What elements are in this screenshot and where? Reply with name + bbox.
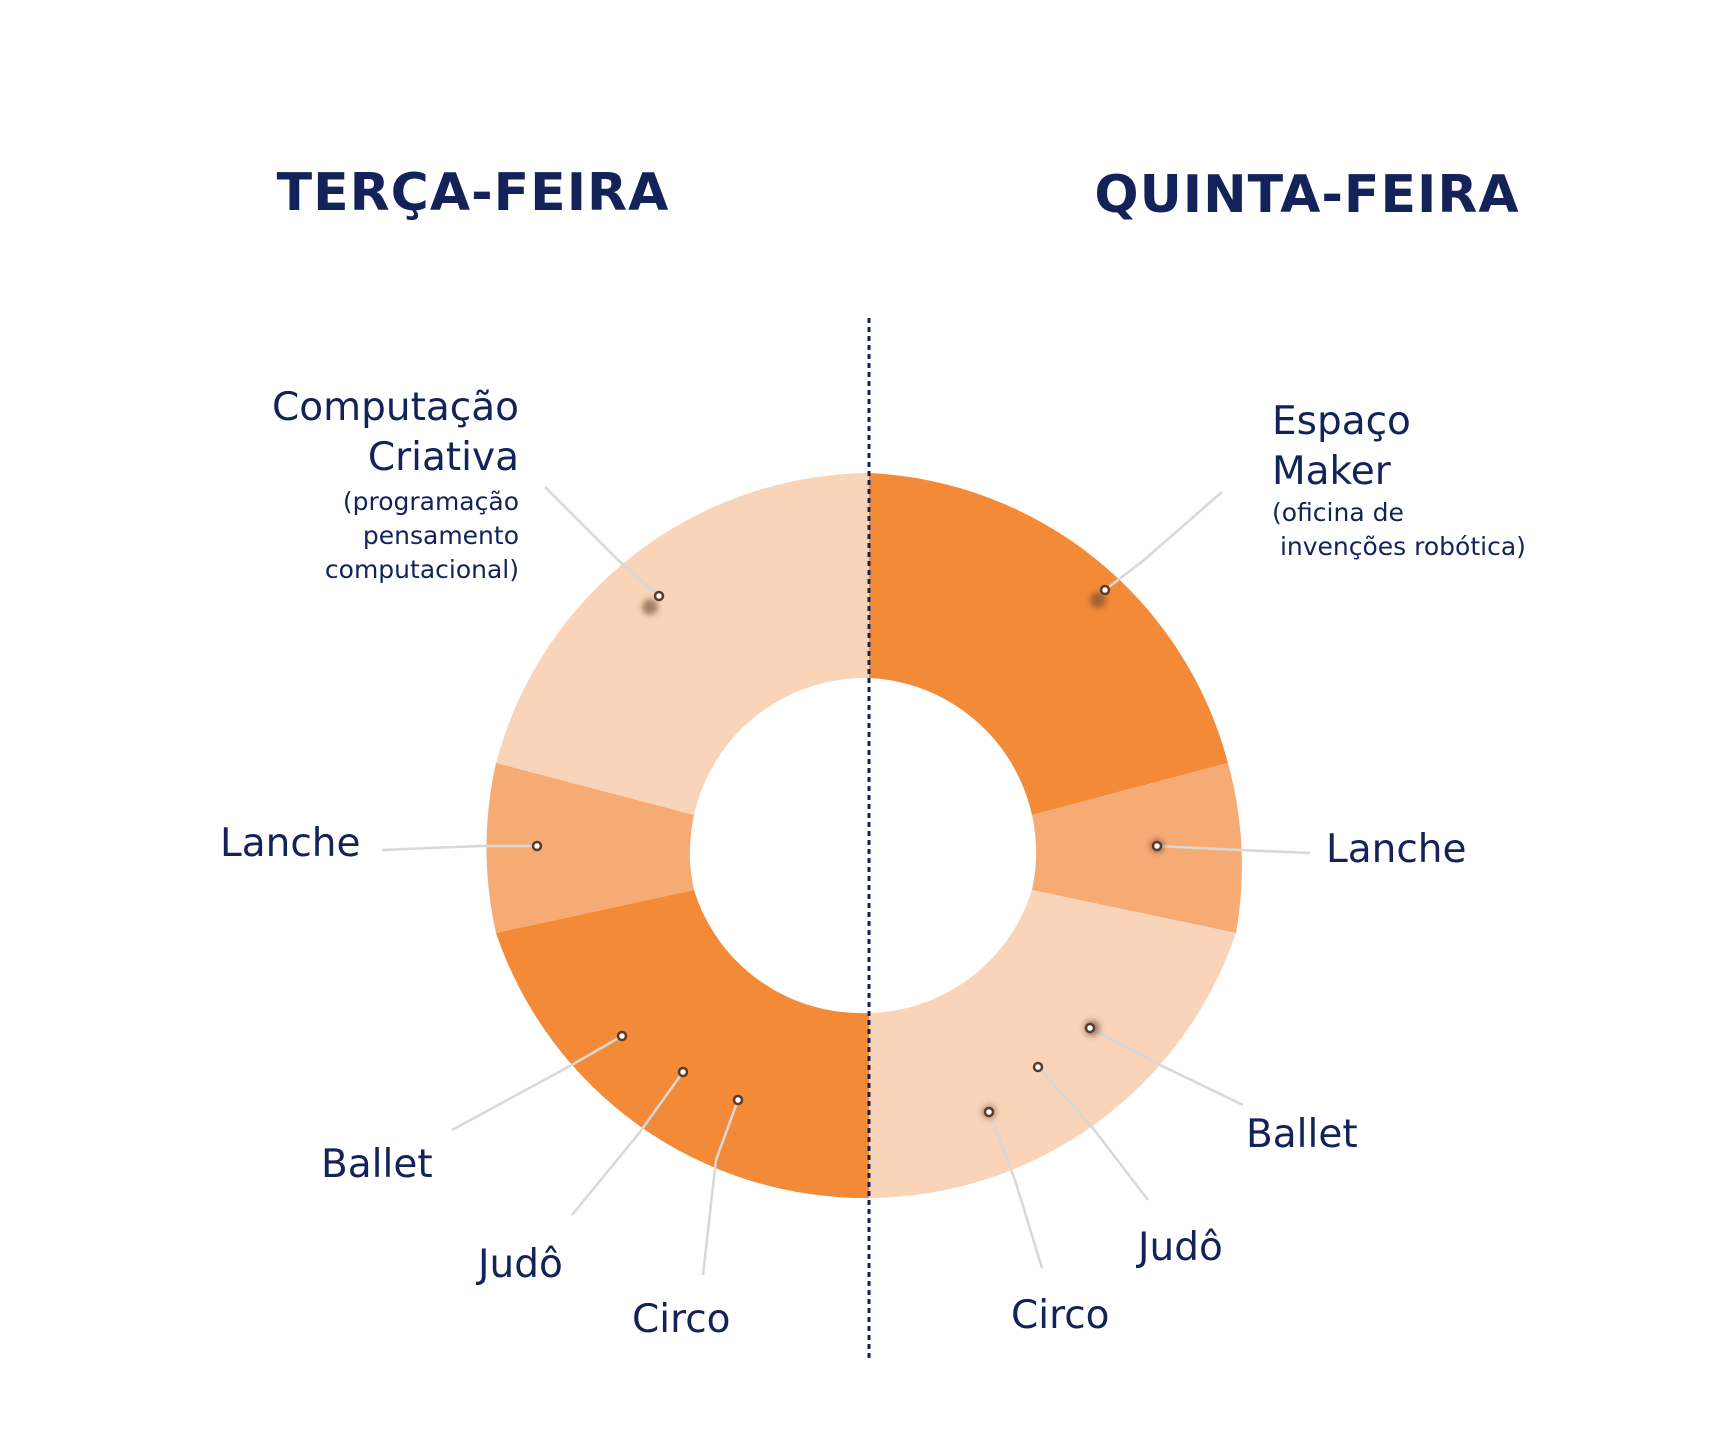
marker-dot <box>1032 1061 1044 1073</box>
marker-dot <box>616 1030 628 1042</box>
leader-line <box>1037 1066 1149 1201</box>
label-line: Ballet <box>321 1142 433 1187</box>
donut-ring <box>486 473 1242 1199</box>
left-segment-computacao <box>496 473 869 815</box>
marker-dot <box>653 590 665 602</box>
marker-dot <box>1099 584 1111 596</box>
label-subline: computacional) <box>325 555 519 584</box>
leader-line <box>1156 844 1311 855</box>
marker-dot <box>531 840 543 852</box>
left-day-title: TERÇA-FEIRA <box>277 163 670 223</box>
label-subline: invenções robótica) <box>1272 532 1526 561</box>
marker-dot <box>732 1094 744 1106</box>
left-label-circo: Circo <box>632 1094 744 1342</box>
label-line: Criativa <box>368 435 519 480</box>
left-label-judo: Judô <box>475 1066 689 1287</box>
label-line: Lanche <box>1326 827 1467 872</box>
leader-line <box>1104 491 1223 591</box>
label-line: Espaço <box>1272 399 1411 444</box>
label-subline: pensamento <box>363 521 519 550</box>
label-subline: (oficina de <box>1272 498 1404 527</box>
marker-shadow <box>1090 592 1106 608</box>
label-line: Lanche <box>220 821 361 866</box>
label-subline: (programação <box>343 487 519 516</box>
right-label-lanche: Lanche <box>1150 827 1467 872</box>
right-label-circo: Circo <box>982 1105 1110 1338</box>
left-segment-lanche <box>486 763 694 933</box>
leader-line <box>987 1111 1044 1269</box>
right-label-ballet: Ballet <box>1084 1020 1358 1157</box>
right-segment-atividades <box>869 890 1236 1198</box>
label-line: Computação <box>272 385 519 430</box>
leader-line <box>451 1034 623 1132</box>
marker-dot <box>1084 1022 1096 1034</box>
left-label-computacao: Computação Criativa (programação pensame… <box>272 385 665 615</box>
marker-dot <box>983 1106 995 1118</box>
leader-line <box>544 486 660 597</box>
label-line: Judô <box>475 1242 563 1287</box>
label-line: Judô <box>1135 1225 1223 1270</box>
marker-dot <box>1151 840 1163 852</box>
leader-line <box>701 1099 740 1276</box>
right-label-espaco-maker: Espaço Maker (oficina de invenções robót… <box>1090 399 1526 608</box>
label-line: Circo <box>632 1297 731 1342</box>
right-day-title: QUINTA-FEIRA <box>1094 165 1519 225</box>
left-segment-atividades <box>496 890 869 1199</box>
right-segment-lanche <box>1032 763 1242 933</box>
left-label-ballet: Ballet <box>321 1030 628 1187</box>
left-label-lanche: Lanche <box>220 821 543 866</box>
right-segment-espaco-maker <box>869 473 1228 815</box>
label-line: Circo <box>1011 1293 1110 1338</box>
label-line: Maker <box>1272 449 1392 494</box>
marker-dot <box>677 1066 689 1078</box>
leader-line <box>381 844 537 852</box>
right-label-judo: Judô <box>1032 1061 1223 1270</box>
label-line: Ballet <box>1246 1112 1358 1157</box>
marker-shadow <box>642 599 658 615</box>
leader-line <box>1089 1026 1244 1107</box>
leader-line <box>571 1071 685 1216</box>
